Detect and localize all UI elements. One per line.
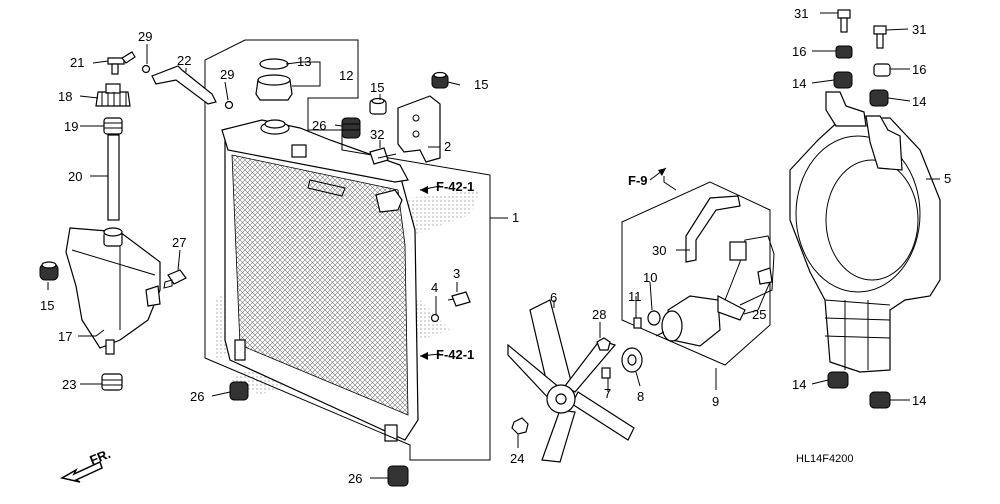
callout-14b: 14 xyxy=(912,94,926,109)
callout-16a: 16 xyxy=(792,44,806,59)
callout-1: 1 xyxy=(512,210,519,225)
motor-frame xyxy=(621,181,771,366)
fan-shroud xyxy=(789,91,941,373)
grommet-19 xyxy=(103,117,123,135)
callout-12: 12 xyxy=(339,68,353,83)
grommet-23 xyxy=(101,373,123,391)
drain-fitting xyxy=(107,51,136,75)
mount-bracket xyxy=(397,95,441,163)
seal-10 xyxy=(647,310,661,326)
fan-wiring xyxy=(724,235,775,306)
bolt-27 xyxy=(163,269,187,289)
callout-5: 5 xyxy=(944,171,951,186)
callout-22: 22 xyxy=(177,53,191,68)
grommet-14-a xyxy=(833,71,853,89)
ref-f9: F-9 xyxy=(628,173,648,188)
callout-15a: 15 xyxy=(40,298,54,313)
leader-lines xyxy=(47,12,940,479)
grommet-26-upper xyxy=(341,117,361,139)
siphon-tube xyxy=(107,134,120,221)
callout-15c: 15 xyxy=(474,77,488,92)
breather-tube xyxy=(685,195,741,263)
callout-29a: 29 xyxy=(138,29,152,44)
collar-16-right xyxy=(873,63,891,77)
front-marker: FR. xyxy=(88,446,113,468)
ref-arrow-3 xyxy=(658,168,666,176)
wire-clamp-25 xyxy=(757,267,773,285)
callout-30: 30 xyxy=(652,243,666,258)
callout-26c: 26 xyxy=(348,471,362,486)
grommet-26-left xyxy=(229,381,249,401)
callout-18: 18 xyxy=(58,89,72,104)
callout-26b: 26 xyxy=(190,389,204,404)
bolt-31-right xyxy=(873,25,887,49)
grommet-15-mid xyxy=(369,97,387,115)
radiator-bracket xyxy=(204,39,491,461)
callout-31b: 31 xyxy=(912,22,926,37)
callout-17: 17 xyxy=(58,329,72,344)
radiator xyxy=(221,119,419,442)
callout-8: 8 xyxy=(637,389,644,404)
callout-2: 2 xyxy=(444,139,451,154)
bolt-32 xyxy=(369,147,397,165)
callout-3: 3 xyxy=(453,266,460,281)
callout-21: 21 xyxy=(70,55,84,70)
callout-14c: 14 xyxy=(792,377,806,392)
wire-connector xyxy=(729,241,747,261)
collar-7 xyxy=(601,367,611,379)
clip-29a xyxy=(141,64,151,74)
callout-4: 4 xyxy=(431,280,438,295)
nut-28 xyxy=(596,337,611,351)
reserve-tank xyxy=(65,227,161,355)
callout-11: 11 xyxy=(628,289,642,304)
callout-14a: 14 xyxy=(792,76,806,91)
ref-f42-lower: F-42-1 xyxy=(436,347,474,362)
callout-31a: 31 xyxy=(794,6,808,21)
callout-19: 19 xyxy=(64,119,78,134)
callout-10: 10 xyxy=(643,270,657,285)
fan-motor xyxy=(655,295,746,347)
washer-4 xyxy=(430,313,440,323)
callout-6: 6 xyxy=(550,290,557,305)
thermo-switch xyxy=(447,291,471,307)
grommet-15-right xyxy=(431,71,449,89)
callout-15b: 15 xyxy=(370,80,384,95)
ref-arrow-1 xyxy=(420,186,428,194)
callout-27: 27 xyxy=(172,235,186,250)
callout-32: 32 xyxy=(370,127,384,142)
callout-23: 23 xyxy=(62,377,76,392)
callout-26a: 26 xyxy=(312,118,326,133)
callout-24: 24 xyxy=(510,451,524,466)
front-arrow xyxy=(59,460,103,483)
ref-arrow-2 xyxy=(420,352,428,360)
callout-28: 28 xyxy=(592,307,606,322)
cooling-fan xyxy=(507,299,635,463)
radiator-cap xyxy=(255,58,293,101)
callout-7: 7 xyxy=(604,386,611,401)
grommet-14-c xyxy=(827,371,849,389)
grommet-14-d xyxy=(869,391,891,409)
callout-13: 13 xyxy=(297,54,311,69)
collar-16-left xyxy=(835,45,853,59)
collar-11 xyxy=(633,317,642,329)
callout-29b: 29 xyxy=(220,67,234,82)
overflow-hose xyxy=(151,65,217,105)
reserve-cap xyxy=(95,83,131,107)
clip-29b xyxy=(224,100,234,110)
nut-24 xyxy=(511,417,529,435)
callout-14d: 14 xyxy=(912,393,926,408)
bolt-31-left xyxy=(837,9,851,33)
grommet-15-left xyxy=(39,261,59,281)
callout-20: 20 xyxy=(68,169,82,184)
callout-25: 25 xyxy=(752,307,766,322)
callout-16b: 16 xyxy=(912,62,926,77)
diagram-code: HL14F4200 xyxy=(796,453,854,465)
grommet-14-b xyxy=(869,89,889,107)
fan-boss xyxy=(621,347,643,373)
callout-9: 9 xyxy=(712,394,719,409)
grommet-26-bottom xyxy=(387,465,409,487)
ref-f42-upper: F-42-1 xyxy=(436,179,474,194)
